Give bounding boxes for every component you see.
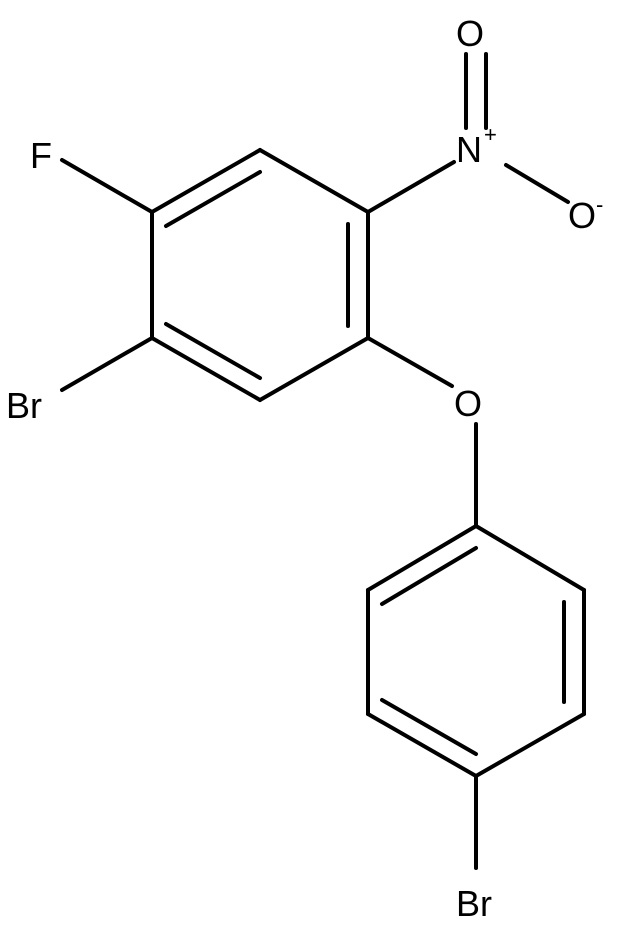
bond-c-br1	[60, 336, 154, 392]
bond-ring2-d-inner	[380, 698, 478, 756]
bond-ring2-d	[366, 712, 478, 778]
bond-ring1-d	[258, 336, 370, 402]
bond-ring1-e-inner	[164, 322, 262, 380]
bromine-label-ring1: Br	[6, 385, 42, 426]
bond-c-n	[366, 160, 456, 214]
bond-ring2-f-inner	[380, 546, 478, 606]
bond-ring1-a-inner	[164, 170, 262, 228]
bond-ring1-a	[150, 148, 262, 214]
ether-oxygen-label: O	[454, 383, 482, 424]
fluorine-label: F	[30, 135, 52, 176]
bond-c-o-ether	[366, 336, 454, 388]
bond-n-o-single	[504, 163, 570, 204]
bromine-label-ring2: Br	[456, 883, 492, 924]
bond-ring1-e	[150, 336, 262, 402]
bond-ring1-b	[258, 148, 370, 214]
nitro-oxygen-single-label: O	[568, 195, 596, 236]
nitrogen-charge-label: +	[484, 122, 497, 147]
bond-ring2-c	[474, 712, 586, 778]
nitro-oxygen-double-label: O	[456, 13, 484, 54]
oxygen-charge-label: -	[596, 192, 603, 217]
ring-2	[366, 524, 586, 778]
bond-ring2-a	[474, 524, 586, 592]
nitro-nitrogen-label: N	[456, 129, 482, 170]
bond-c-f	[60, 158, 154, 214]
bond-ring2-f	[366, 524, 478, 592]
ring-1	[150, 148, 370, 402]
